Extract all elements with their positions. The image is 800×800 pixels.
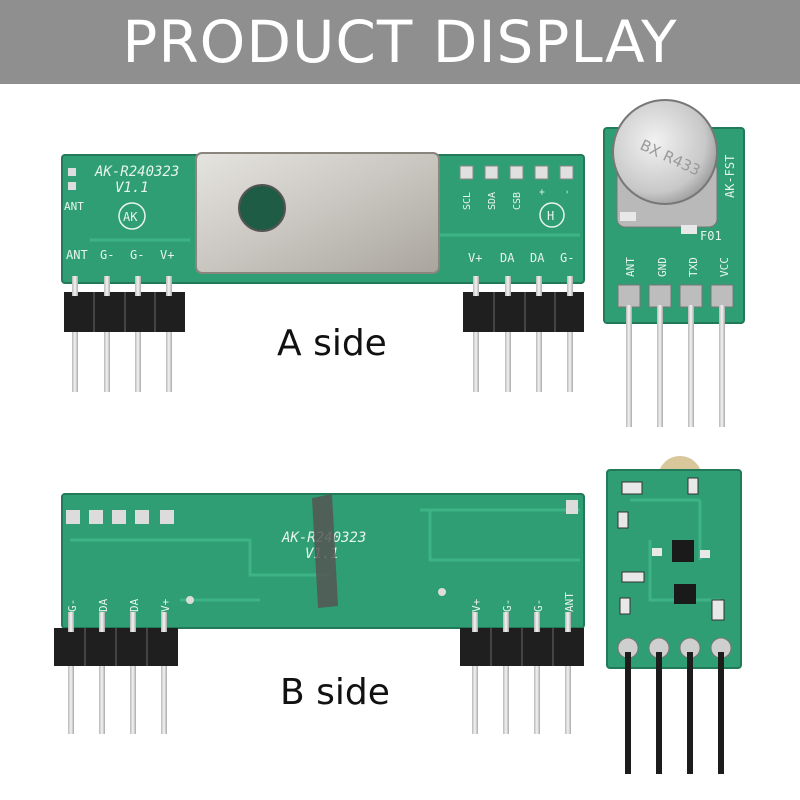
pin-label: V+ [470,598,483,612]
pin-label: ANT [563,592,576,612]
receiver-a-pads: SCL SDA CSB + - [459,165,574,210]
a-side-label: A side [277,323,387,364]
pad-label: CSB [512,192,523,210]
saw-resonator-can [612,99,718,205]
pad-label: SDA [487,192,498,210]
receiver-b-side: AK-R240323 V1.1 G- DA DA V+ V+ G- G- ANT [54,493,585,734]
pin-label: TXD [687,257,700,277]
receiver-a-right-header [463,276,584,392]
transmitter-code: F01 [700,229,722,243]
ak-logo: AK [123,210,138,224]
pin-label: DA [128,598,141,612]
pin-label: DA [530,251,545,265]
pin-label: DA [500,251,515,265]
transmitter-a-side: BX R433 AK-FST F01 ANT GND TXD VCC [603,99,745,427]
header-banner [0,0,800,84]
receiver-a-ant-label: ANT [64,200,84,213]
receiver-a-side: AK-R240323 V1.1 AK ANT SCL SDA CSB + - H… [61,152,585,392]
pin-label: G- [532,599,545,612]
transmitter-b-pins [617,637,732,774]
transmitter-a-pins [617,284,734,427]
pin-label: G- [130,248,144,262]
pin-label: VCC [718,257,731,277]
pad-label: - [562,189,573,195]
transmitter-model: AK-FST [723,155,737,198]
pad-label: SCL [462,192,473,210]
smd-components [617,477,725,621]
pin-label: ANT [66,248,88,262]
receiver-b-pads [66,500,578,524]
marker-stripe [312,494,338,608]
pin-label: G- [100,248,114,262]
receiver-b-left-header [54,612,178,734]
receiver-a-left-header [64,276,185,392]
pin-label: DA [97,598,110,612]
pin-label: G- [560,251,574,265]
pin-label: GND [656,257,669,277]
b-side-label: B side [280,672,390,713]
pin-label: V+ [468,251,482,265]
shield-hole [238,184,286,232]
receiver-b-right-header [460,612,584,734]
transmitter-b-pcb [606,469,742,669]
h-mark: H [547,209,554,223]
pin-label: G- [501,599,514,612]
pad-label: + [537,189,548,195]
metal-shield [195,152,440,274]
transmitter-b-side [606,456,742,774]
pin-label: ANT [624,257,637,277]
pin-label: V+ [160,248,174,262]
receiver-a-version: V1.1 [115,180,149,196]
pin-label: V+ [159,598,172,612]
page-title: PRODUCT DISPLAY [122,8,678,76]
pin-label: G- [66,599,79,612]
receiver-a-model: AK-R240323 [94,164,179,180]
